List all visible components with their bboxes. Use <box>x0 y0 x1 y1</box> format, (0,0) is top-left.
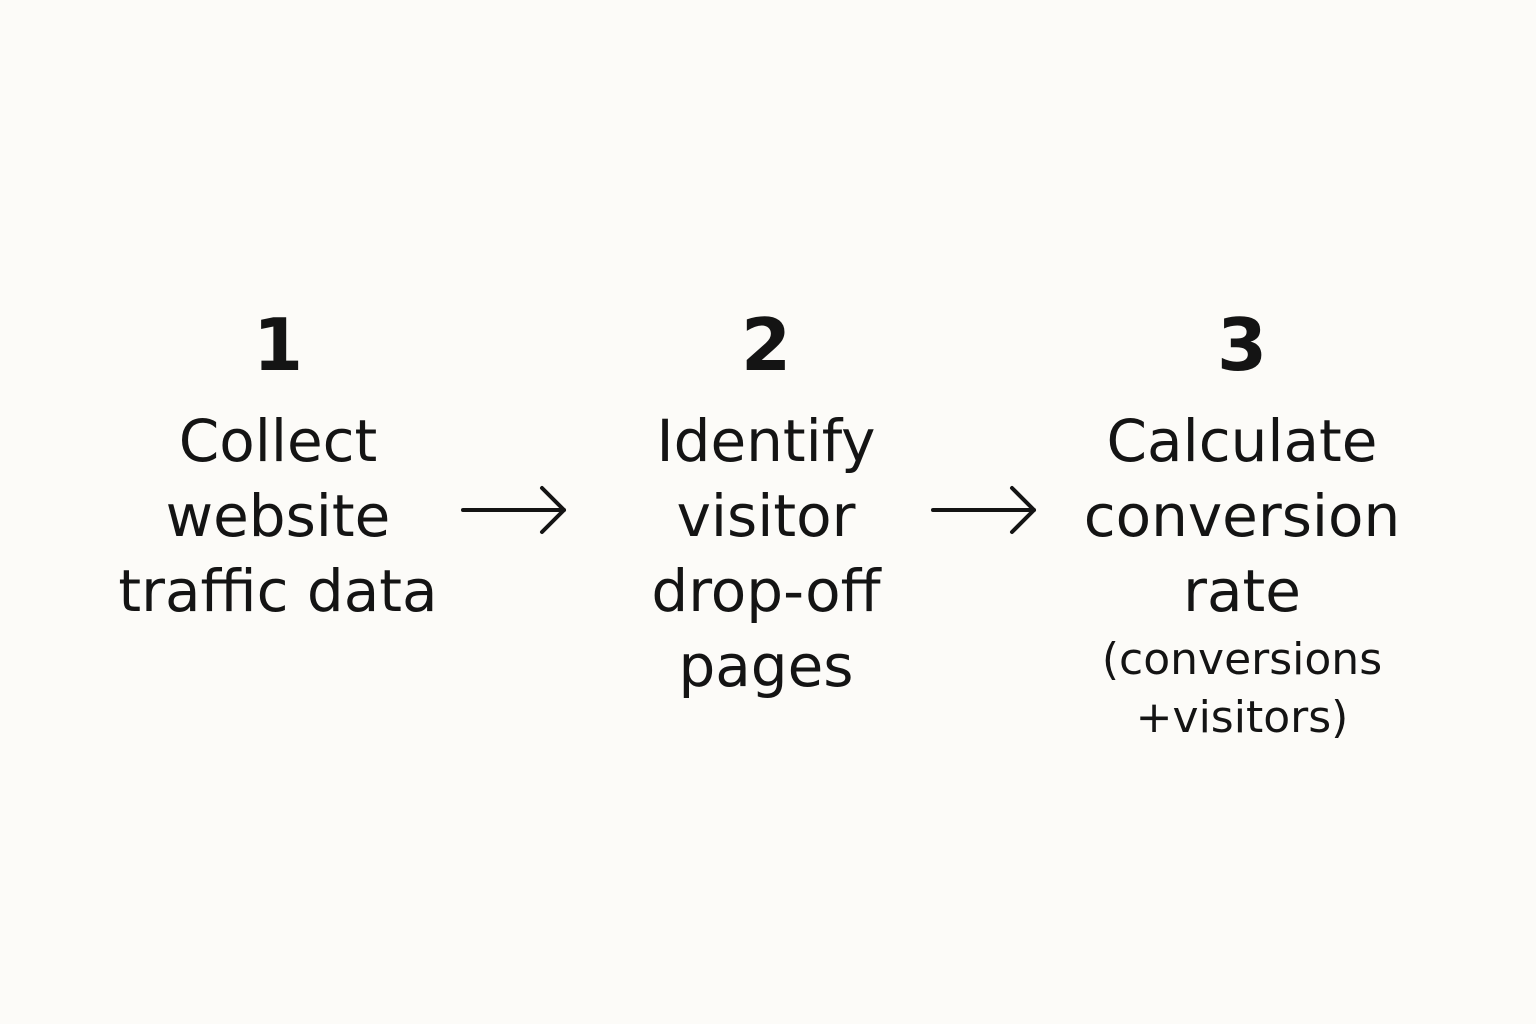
step-3-note-line: +visitors) <box>1135 692 1349 743</box>
step-2-label: Identify visitor drop-off pages <box>556 404 976 704</box>
step-3-note-line: (conversions <box>1101 634 1383 685</box>
step-1-label-line: website <box>165 482 391 550</box>
step-3: 3 Calculate conversion rate (conversions… <box>1032 300 1452 747</box>
step-2-label-line: pages <box>678 632 854 700</box>
step-3-label-line: Calculate <box>1106 407 1378 475</box>
step-2-number: 2 <box>740 303 792 387</box>
step-3-formula-note: (conversions +visitors) <box>1032 631 1452 747</box>
right-arrow-icon <box>931 486 1036 534</box>
step-3-label-line: conversion <box>1083 482 1401 550</box>
step-1-number: 1 <box>252 303 304 387</box>
step-2-label-line: Identify <box>656 407 876 475</box>
step-2-label-line: drop-off <box>651 557 881 625</box>
step-1-label-line: traffic data <box>118 557 438 625</box>
step-2-label-line: visitor <box>676 482 856 550</box>
step-1: 1 Collect website traffic data <box>68 300 488 629</box>
step-1-label-line: Collect <box>178 407 378 475</box>
step-3-number: 3 <box>1216 303 1268 387</box>
right-arrow-icon <box>461 486 566 534</box>
step-2: 2 Identify visitor drop-off pages <box>556 300 976 704</box>
step-3-label: Calculate conversion rate <box>1032 404 1452 629</box>
step-1-label: Collect website traffic data <box>68 404 488 629</box>
step-3-label-line: rate <box>1183 557 1301 625</box>
